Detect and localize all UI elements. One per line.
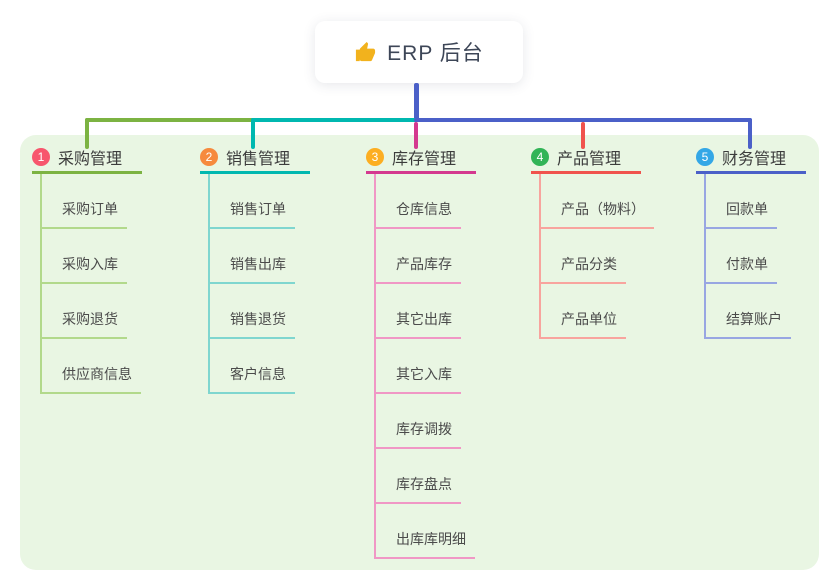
- branch-sales: 2 销售管理 销售订单销售出库销售退货客户信息: [200, 148, 310, 394]
- branch-finance: 5 财务管理 回款单付款单结算账户: [696, 148, 806, 339]
- mindmap-child-item[interactable]: 产品分类: [541, 229, 626, 284]
- mindmap-child-item[interactable]: 客户信息: [210, 339, 295, 394]
- connector-drop-product: [581, 122, 585, 149]
- mindmap-child-item[interactable]: 产品库存: [376, 229, 461, 284]
- branch-children-list: 回款单付款单结算账户: [704, 174, 806, 339]
- mindmap-board: [20, 135, 819, 570]
- connector-bus-green: [85, 118, 255, 122]
- thumbs-up-icon: [354, 41, 377, 64]
- branch-children-list: 销售订单销售出库销售退货客户信息: [208, 174, 310, 394]
- mindmap-child-item[interactable]: 采购订单: [42, 174, 127, 229]
- mindmap-child-item[interactable]: 其它出库: [376, 284, 461, 339]
- branch-number-badge: 2: [200, 148, 218, 166]
- mindmap-child-item[interactable]: 库存调拨: [376, 394, 461, 449]
- branch-number-badge: 5: [696, 148, 714, 166]
- mindmap-child-item[interactable]: 销售退货: [210, 284, 295, 339]
- branch-title-finance[interactable]: 5 财务管理: [696, 148, 806, 174]
- connector-root-drop: [414, 83, 419, 120]
- branch-title-purchase[interactable]: 1 采购管理: [32, 148, 142, 174]
- branch-product: 4 产品管理 产品（物料）产品分类产品单位: [531, 148, 654, 339]
- branch-children-list: 采购订单采购入库采购退货供应商信息: [40, 174, 142, 394]
- mindmap-child-item[interactable]: 出库库明细: [376, 504, 475, 559]
- mindmap-child-item[interactable]: 产品（物料）: [541, 174, 654, 229]
- branch-title-product[interactable]: 4 产品管理: [531, 148, 641, 174]
- mindmap-child-item[interactable]: 付款单: [706, 229, 777, 284]
- root-node-erp[interactable]: ERP 后台: [315, 21, 523, 83]
- mindmap-child-item[interactable]: 销售出库: [210, 229, 295, 284]
- mindmap-child-item[interactable]: 其它入库: [376, 339, 461, 394]
- branch-title-label: 财务管理: [722, 151, 787, 168]
- branch-title-label: 产品管理: [557, 151, 622, 168]
- mindmap-child-item[interactable]: 库存盘点: [376, 449, 461, 504]
- branch-number-badge: 4: [531, 148, 549, 166]
- connector-drop-inventory: [414, 122, 418, 149]
- connector-drop-finance: [748, 118, 752, 149]
- branch-children-list: 仓库信息产品库存其它出库其它入库库存调拨库存盘点出库库明细: [374, 174, 476, 559]
- mindmap-child-item[interactable]: 销售订单: [210, 174, 295, 229]
- branch-title-label: 库存管理: [392, 151, 457, 168]
- mindmap-child-item[interactable]: 仓库信息: [376, 174, 461, 229]
- mindmap-child-item[interactable]: 采购退货: [42, 284, 127, 339]
- branch-number-badge: 3: [366, 148, 384, 166]
- mindmap-child-item[interactable]: 产品单位: [541, 284, 626, 339]
- mindmap-child-item[interactable]: 回款单: [706, 174, 777, 229]
- branch-number-badge: 1: [32, 148, 50, 166]
- branch-purchase: 1 采购管理 采购订单采购入库采购退货供应商信息: [32, 148, 142, 394]
- branch-title-label: 采购管理: [58, 151, 123, 168]
- connector-bus-teal: [251, 118, 418, 122]
- connector-bus-blue: [414, 118, 752, 122]
- connector-drop-purchase: [85, 118, 89, 149]
- branch-title-label: 销售管理: [226, 151, 291, 168]
- root-node-label: ERP 后台: [387, 42, 484, 65]
- branch-title-sales[interactable]: 2 销售管理: [200, 148, 310, 174]
- branch-inventory: 3 库存管理 仓库信息产品库存其它出库其它入库库存调拨库存盘点出库库明细: [366, 148, 476, 559]
- mindmap-child-item[interactable]: 采购入库: [42, 229, 127, 284]
- branch-title-inventory[interactable]: 3 库存管理: [366, 148, 476, 174]
- connector-drop-sales: [251, 118, 255, 149]
- branch-children-list: 产品（物料）产品分类产品单位: [539, 174, 654, 339]
- mindmap-child-item[interactable]: 供应商信息: [42, 339, 141, 394]
- mindmap-child-item[interactable]: 结算账户: [706, 284, 791, 339]
